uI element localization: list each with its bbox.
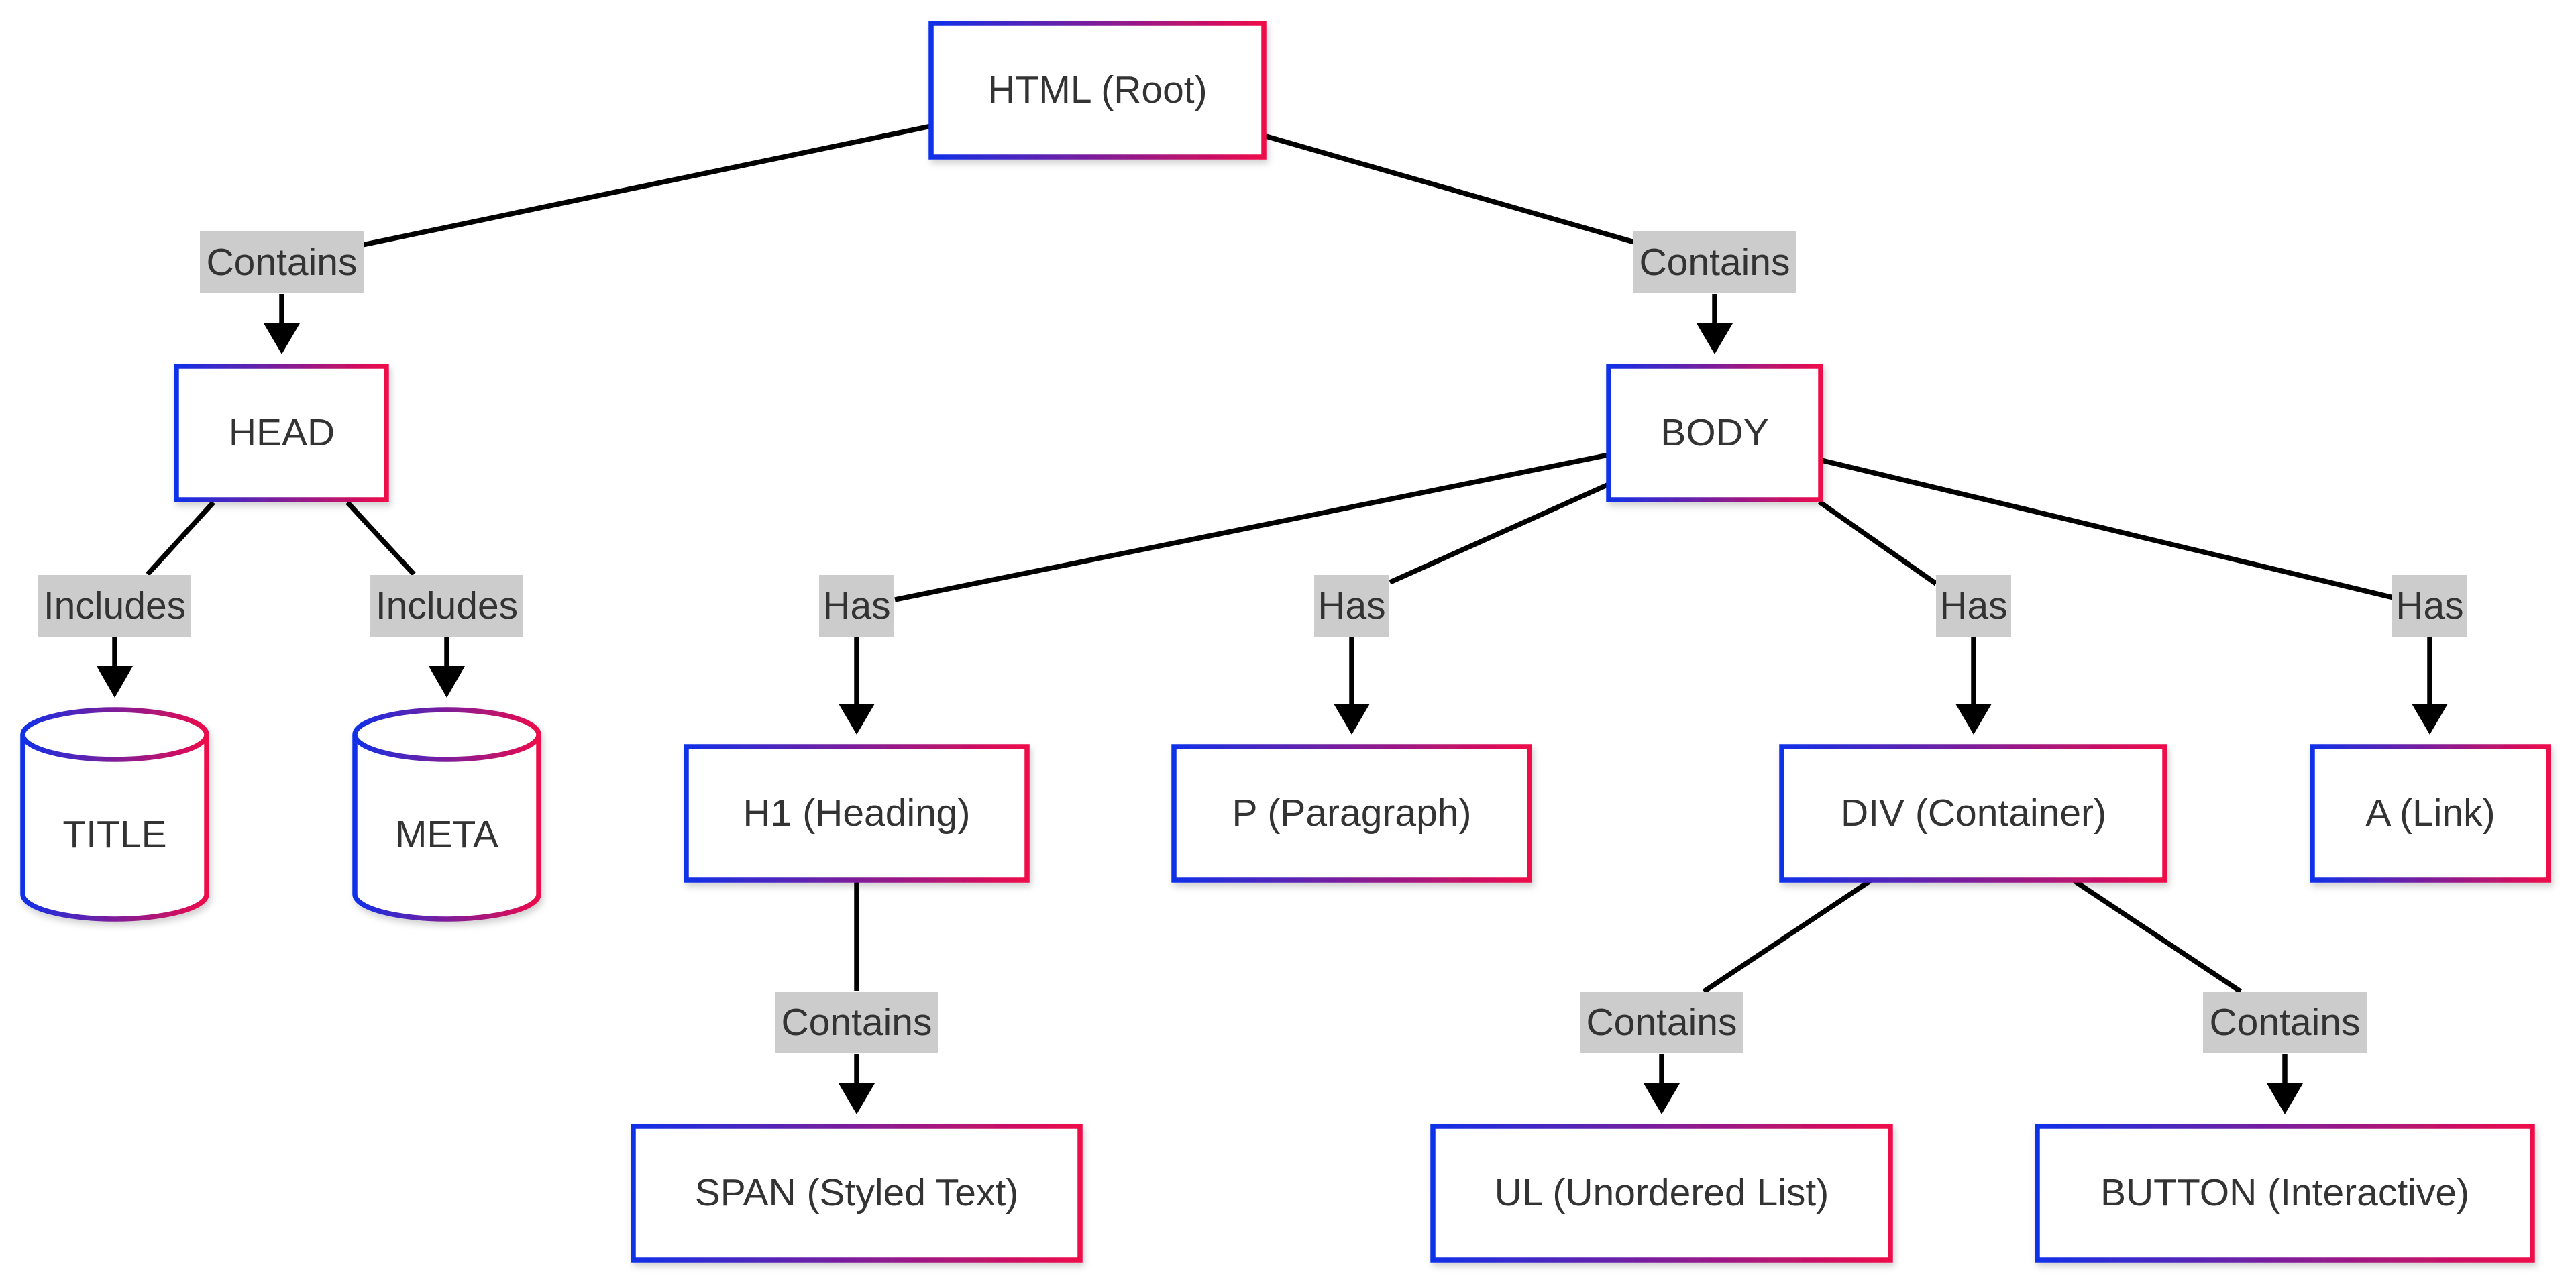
edge-head-meta: Includes <box>345 500 523 698</box>
edge-label: Contains <box>2210 1001 2361 1044</box>
edge-label-bg <box>1936 575 2011 637</box>
edge-label-bg <box>1314 575 1389 637</box>
edge-label-bg <box>2392 575 2467 637</box>
node-a[interactable] <box>2310 744 2551 883</box>
node-label-ul: UL (Unordered List) <box>1495 1171 1829 1214</box>
edge-label-bg <box>2203 992 2367 1053</box>
node-label-meta: META <box>395 813 498 856</box>
edge-label-bg <box>200 231 364 293</box>
edge-label: Contains <box>1587 1001 1737 1044</box>
node-html[interactable] <box>928 21 1267 160</box>
edge-html-head: Contains <box>200 123 932 354</box>
edge-label: Contains <box>207 241 358 284</box>
node-h1[interactable] <box>684 744 1030 883</box>
node-label-head: HEAD <box>229 411 335 454</box>
edge-label-bg <box>1633 231 1796 293</box>
edge-body-div: Has <box>1817 499 2011 735</box>
edge-div-ul: Contains <box>1580 878 1872 1114</box>
edge-label: Includes <box>376 584 518 627</box>
node-label-p: P (Paragraph) <box>1232 792 1472 835</box>
node-p[interactable] <box>1171 744 1532 883</box>
node-label-title: TITLE <box>62 813 166 856</box>
node-label-div: DIV (Container) <box>1841 792 2106 835</box>
node-label-button: BUTTON (Interactive) <box>2100 1171 2469 1214</box>
edge-div-button: Contains <box>2072 878 2367 1114</box>
node-span[interactable] <box>631 1124 1083 1263</box>
edge-label-bg <box>370 575 523 637</box>
edge-label: Has <box>2396 584 2463 627</box>
node-ul[interactable] <box>1430 1124 1893 1263</box>
edge-label-bg <box>819 575 894 637</box>
edge-label: Includes <box>44 584 186 627</box>
edge-label: Contains <box>782 1001 932 1044</box>
node-div[interactable] <box>1779 744 2167 883</box>
edge-label: Has <box>1318 584 1385 627</box>
node-label-a: A (Link) <box>2365 792 2495 835</box>
edge-label: Has <box>822 584 890 627</box>
edge-label-bg <box>1580 992 1743 1053</box>
node-label-body: BODY <box>1660 411 1769 454</box>
node-label-h1: H1 (Heading) <box>743 792 971 835</box>
node-meta[interactable] <box>352 707 541 922</box>
node-label-html: HTML (Root) <box>987 68 1207 111</box>
edge-label: Contains <box>1640 241 1790 284</box>
edge-h1-span: Contains <box>775 881 938 1114</box>
node-button[interactable] <box>2035 1124 2535 1263</box>
edge-head-title: Includes <box>38 500 215 698</box>
edge-body-a: Has <box>1821 458 2467 735</box>
edge-body-p: Has <box>1314 482 1610 735</box>
edge-label-bg <box>775 992 938 1053</box>
edge-label: Has <box>1939 584 2007 627</box>
node-title[interactable] <box>20 707 209 922</box>
node-body[interactable] <box>1606 364 1823 502</box>
edge-html-body: Contains <box>1265 133 1796 354</box>
node-head[interactable] <box>174 364 389 502</box>
node-label-span: SPAN (Styled Text) <box>695 1171 1019 1214</box>
edge-body-h1: Has <box>819 452 1609 735</box>
edge-label-bg <box>38 575 191 637</box>
